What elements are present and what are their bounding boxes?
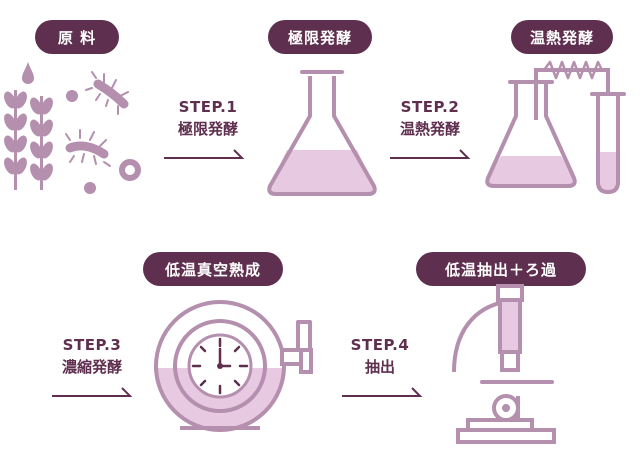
arrow-icon [390, 149, 471, 159]
stage-label-raw-material: 原 料 [35, 20, 119, 54]
step-4-name: 抽出 [364, 358, 395, 376]
step-1-label: STEP.1 極限発酵 [158, 96, 258, 140]
raw-materials-illustration [4, 62, 141, 194]
step-3-name: 濃縮発酵 [61, 358, 122, 376]
stage-label-extreme-fermentation: 極限発酵 [268, 20, 372, 54]
step-2-number: STEP.2 [400, 98, 460, 116]
stage-label-low-temp-vacuum-aging: 低温真空熟成 [143, 252, 283, 286]
step-2-name: 温熱発酵 [399, 120, 460, 138]
step-1-number: STEP.1 [178, 98, 238, 116]
step-3-label: STEP.3 濃縮発酵 [42, 334, 142, 378]
step-1-name: 極限発酵 [177, 120, 238, 138]
step-4-label: STEP.4 抽出 [330, 334, 430, 378]
wheat-icon [4, 62, 53, 190]
flask-with-coil-and-test-tube-icon [485, 60, 626, 195]
stage-label-warm-fermentation: 温熱発酵 [511, 20, 613, 54]
stage-label-low-temp-extraction-filtration: 低温抽出＋ろ過 [416, 252, 586, 286]
step-3-number: STEP.3 [62, 336, 122, 354]
step-2-label: STEP.2 温熱発酵 [380, 96, 480, 140]
vacuum-tank-with-gauge-icon [154, 300, 313, 432]
arrow-icon [164, 149, 245, 159]
bacteria-icon [65, 71, 141, 194]
arrow-icon [342, 387, 423, 397]
step-4-number: STEP.4 [350, 336, 410, 354]
arrow-icon [52, 387, 133, 397]
microscope-icon [452, 284, 556, 444]
flask-icon [267, 70, 377, 196]
